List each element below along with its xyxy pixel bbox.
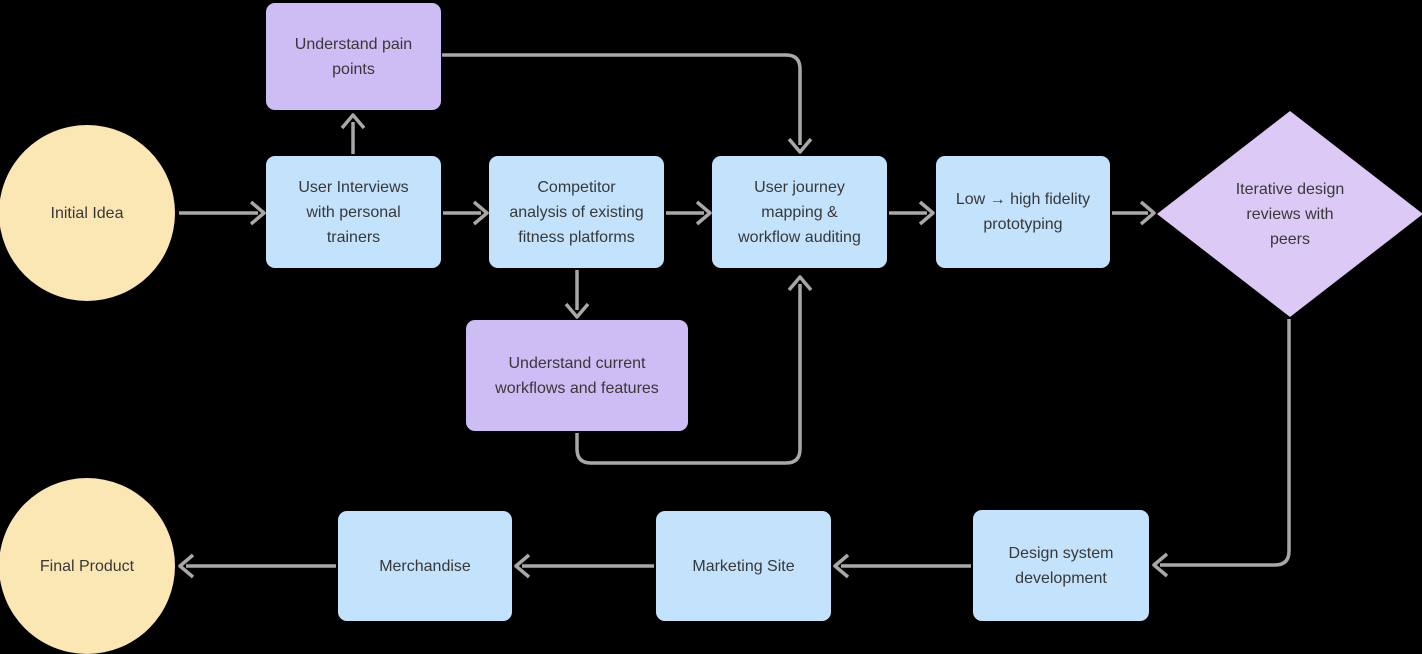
arrow-competitor-analysis-to-current-workflows bbox=[564, 270, 590, 319]
node-iterative-reviews-label: Iterative design reviews with peers bbox=[1235, 180, 1345, 248]
arrow-user-journey-to-prototyping bbox=[889, 200, 935, 226]
node-user-journey-label: User journey mapping & workflow auditing bbox=[738, 178, 861, 246]
node-initial-idea[interactable]: Initial Idea bbox=[0, 125, 175, 301]
node-current-workflows-label: Understand current workflows and feature… bbox=[495, 354, 659, 397]
arrow-prototyping-to-iterative-reviews bbox=[1112, 200, 1156, 226]
node-prototyping-label: Low → high fidelity prototyping bbox=[955, 191, 1091, 233]
arrow-understand-pain-points-to-user-journey bbox=[442, 53, 813, 154]
arrow-user-interviews-to-understand-pain-points bbox=[340, 113, 366, 154]
node-marketing-site[interactable]: Marketing Site bbox=[656, 511, 831, 621]
node-understand-pain-points-label: Understand pain points bbox=[294, 35, 413, 78]
node-user-interviews-label: User Interviews with personal trainers bbox=[298, 178, 409, 246]
node-merchandise[interactable]: Merchandise bbox=[338, 511, 512, 621]
node-competitor-analysis-label: Competitor analysis of existing fitness … bbox=[509, 178, 644, 246]
node-current-workflows[interactable]: Understand current workflows and feature… bbox=[466, 320, 688, 431]
arrow-user-interviews-to-competitor-analysis bbox=[443, 200, 489, 226]
node-user-journey[interactable]: User journey mapping & workflow auditing bbox=[712, 156, 887, 268]
arrow-design-system-to-marketing-site bbox=[833, 553, 971, 579]
arrow-competitor-analysis-to-user-journey bbox=[666, 200, 712, 226]
node-final-product-label: Final Product bbox=[39, 557, 135, 575]
node-user-interviews[interactable]: User Interviews with personal trainers bbox=[266, 156, 441, 268]
arrow-initial-idea-to-user-interviews bbox=[179, 200, 266, 226]
node-prototyping[interactable]: Low → high fidelity prototyping bbox=[936, 156, 1110, 268]
node-understand-pain-points[interactable]: Understand pain points bbox=[266, 3, 441, 110]
arrow-merchandise-to-final-product bbox=[178, 553, 336, 579]
node-marketing-site-label: Marketing Site bbox=[692, 557, 795, 575]
arrow-iterative-reviews-to-design-system bbox=[1152, 319, 1291, 578]
node-design-system-label: Design system development bbox=[1008, 544, 1114, 587]
node-iterative-reviews[interactable]: Iterative design reviews with peers bbox=[1157, 111, 1422, 317]
node-competitor-analysis[interactable]: Competitor analysis of existing fitness … bbox=[489, 156, 664, 268]
node-design-system[interactable]: Design system development bbox=[973, 510, 1149, 621]
node-final-product[interactable]: Final Product bbox=[0, 478, 175, 654]
node-merchandise-label: Merchandise bbox=[379, 557, 471, 575]
arrow-marketing-site-to-merchandise bbox=[514, 553, 654, 579]
node-initial-idea-label: Initial Idea bbox=[50, 204, 124, 222]
